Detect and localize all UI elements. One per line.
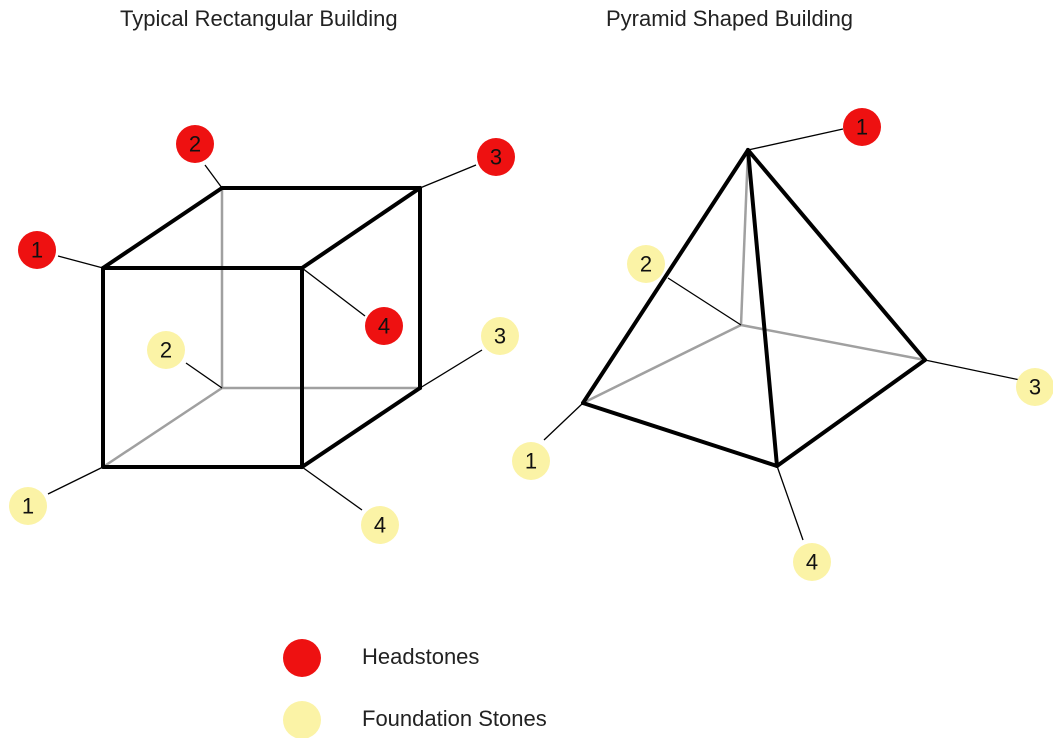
cube-hidden-edges bbox=[102, 188, 420, 469]
cube-front-face bbox=[101, 266, 304, 469]
cube-headstone-1: 1 bbox=[18, 231, 56, 269]
pyramid-foundation-3-label: 3 bbox=[1029, 375, 1041, 400]
pyramid-hidden-edge-left bbox=[582, 323, 742, 405]
pyramid-base-front-edges bbox=[581, 358, 927, 468]
cube-bottom-right-edge bbox=[300, 386, 422, 469]
cube-foundation-2: 2 bbox=[147, 331, 185, 369]
pyramid-leader-lines bbox=[543, 128, 1021, 541]
cube-foundation-4: 4 bbox=[361, 506, 399, 544]
rectangular-building: 1 2 3 4 1 2 3 4 bbox=[9, 125, 519, 544]
pyramid-building-title: Pyramid Shaped Building bbox=[606, 6, 854, 31]
cube-foundation-3-label: 3 bbox=[494, 324, 506, 349]
cube-foundation-2-label: 2 bbox=[160, 338, 172, 363]
pyramid-leader-foundation-2 bbox=[667, 277, 742, 326]
cube-foundation-3: 3 bbox=[481, 317, 519, 355]
cube-leader-headstone-1 bbox=[57, 255, 104, 269]
pyramid-leader-foundation-1 bbox=[543, 402, 584, 441]
pyramid-left-edge bbox=[581, 148, 750, 405]
cube-leader-headstone-4 bbox=[301, 267, 366, 317]
cube-leader-foundation-4 bbox=[301, 466, 363, 511]
cube-top-right-edge bbox=[300, 186, 422, 270]
cube-leader-foundation-2 bbox=[185, 362, 223, 389]
cube-headstone-2: 2 bbox=[176, 125, 214, 163]
pyramid-foundation-2-label: 2 bbox=[640, 252, 652, 277]
cube-visible-edges bbox=[101, 186, 422, 469]
cube-headstone-2-label: 2 bbox=[189, 132, 201, 157]
cube-headstone-3-label: 3 bbox=[490, 145, 502, 170]
cube-leader-headstone-2 bbox=[204, 164, 223, 189]
pyramid-foundation-4: 4 bbox=[793, 543, 831, 581]
cube-leader-headstone-3 bbox=[419, 164, 477, 189]
pyramid-leader-foundation-4 bbox=[776, 465, 804, 541]
cube-headstone-4-label: 4 bbox=[378, 314, 390, 339]
pyramid-front-edge bbox=[746, 148, 779, 468]
pyramid-foundation-3: 3 bbox=[1016, 368, 1053, 406]
pyramid-headstone-1-label: 1 bbox=[856, 115, 868, 140]
rectangular-building-title: Typical Rectangular Building bbox=[120, 6, 398, 31]
cube-headstone-1-label: 1 bbox=[31, 238, 43, 263]
cube-headstone-3: 3 bbox=[477, 138, 515, 176]
legend-headstones-label: Headstones bbox=[362, 644, 480, 669]
cube-headstone-4: 4 bbox=[365, 307, 403, 345]
pyramid-foundation-2: 2 bbox=[627, 245, 665, 283]
legend-foundation-swatch bbox=[283, 701, 321, 738]
cube-leader-lines bbox=[47, 164, 483, 511]
legend-headstone-swatch bbox=[283, 639, 321, 677]
pyramid-leader-foundation-3 bbox=[924, 359, 1021, 381]
pyramid-building: 1 1 2 3 4 bbox=[512, 108, 1053, 581]
pyramid-foundation-1-label: 1 bbox=[525, 449, 537, 474]
pyramid-hidden-edge-right bbox=[740, 323, 926, 362]
legend-foundation-label: Foundation Stones bbox=[362, 706, 547, 731]
pyramid-foundation-4-label: 4 bbox=[806, 550, 818, 575]
cube-leader-foundation-3 bbox=[419, 349, 483, 389]
pyramid-visible-edges bbox=[581, 148, 927, 468]
pyramid-foundation-1: 1 bbox=[512, 442, 550, 480]
cube-foundation-1-label: 1 bbox=[22, 494, 34, 519]
pyramid-hidden-edges bbox=[582, 149, 926, 405]
pyramid-leader-headstone-1 bbox=[747, 128, 844, 151]
cube-foundation-4-label: 4 bbox=[374, 513, 386, 538]
cube-top-left-edge bbox=[101, 186, 224, 270]
pyramid-headstone-1: 1 bbox=[843, 108, 881, 146]
pyramid-right-edge bbox=[746, 148, 927, 362]
cube-foundation-1: 1 bbox=[9, 487, 47, 525]
legend bbox=[283, 639, 321, 738]
cube-leader-foundation-1 bbox=[47, 466, 104, 495]
pyramid-hidden-edge-vertical bbox=[739, 149, 750, 326]
cube-hidden-edge-left bbox=[102, 386, 223, 469]
